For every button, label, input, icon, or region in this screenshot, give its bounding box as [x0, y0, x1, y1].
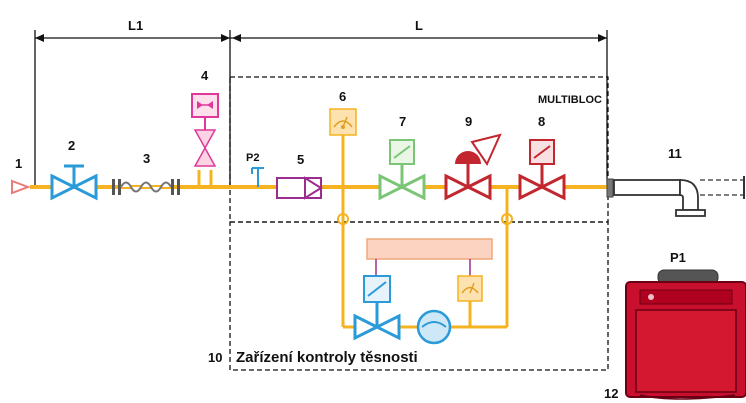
- label-12: 12: [604, 386, 618, 401]
- pressure-test-point-icon: [251, 167, 264, 187]
- pressure-switch-icon: [329, 108, 357, 187]
- vibration-joint-icon: [112, 179, 180, 195]
- dimension-l-label: L: [415, 18, 423, 33]
- solenoid-valve-green-icon: [378, 139, 426, 201]
- tightness-control-box: [229, 221, 609, 371]
- label-6: 6: [339, 89, 346, 104]
- dimension-l1: L1: [34, 18, 230, 185]
- filter-cartridge-icon: [276, 176, 323, 200]
- label-8: 8: [538, 114, 545, 129]
- dimension-l1-label: L1: [128, 18, 143, 33]
- label-9: 9: [465, 114, 472, 129]
- tightness-caption: Zařízení kontroly těsnosti: [236, 349, 418, 366]
- label-7: 7: [399, 114, 406, 129]
- label-5: 5: [297, 152, 304, 167]
- gas-filter-icon: [191, 93, 219, 187]
- test-pressure-switch-icon: [457, 275, 483, 327]
- burner-icon: [625, 269, 746, 400]
- solenoid-valve-red-icon: [518, 139, 566, 201]
- adapter-pipe-icon: [606, 176, 746, 217]
- label-4: 4: [201, 68, 209, 83]
- test-solenoid-valve-icon: [353, 275, 401, 341]
- label-1: 1: [15, 156, 22, 171]
- label-10: 10: [208, 350, 222, 365]
- control-unit: [366, 238, 493, 260]
- pressure-governor-icon: [444, 133, 502, 201]
- label-11: 11: [668, 146, 682, 161]
- multibloc-label: MULTIBLOC: [538, 94, 602, 106]
- inlet-connection-icon: [11, 179, 31, 195]
- test-pump-icon: [416, 309, 452, 345]
- label-2: 2: [68, 138, 75, 153]
- label-3: 3: [143, 151, 150, 166]
- label-p1: P1: [670, 250, 686, 265]
- manual-valve-icon: [50, 164, 98, 201]
- label-p2: P2: [246, 152, 259, 164]
